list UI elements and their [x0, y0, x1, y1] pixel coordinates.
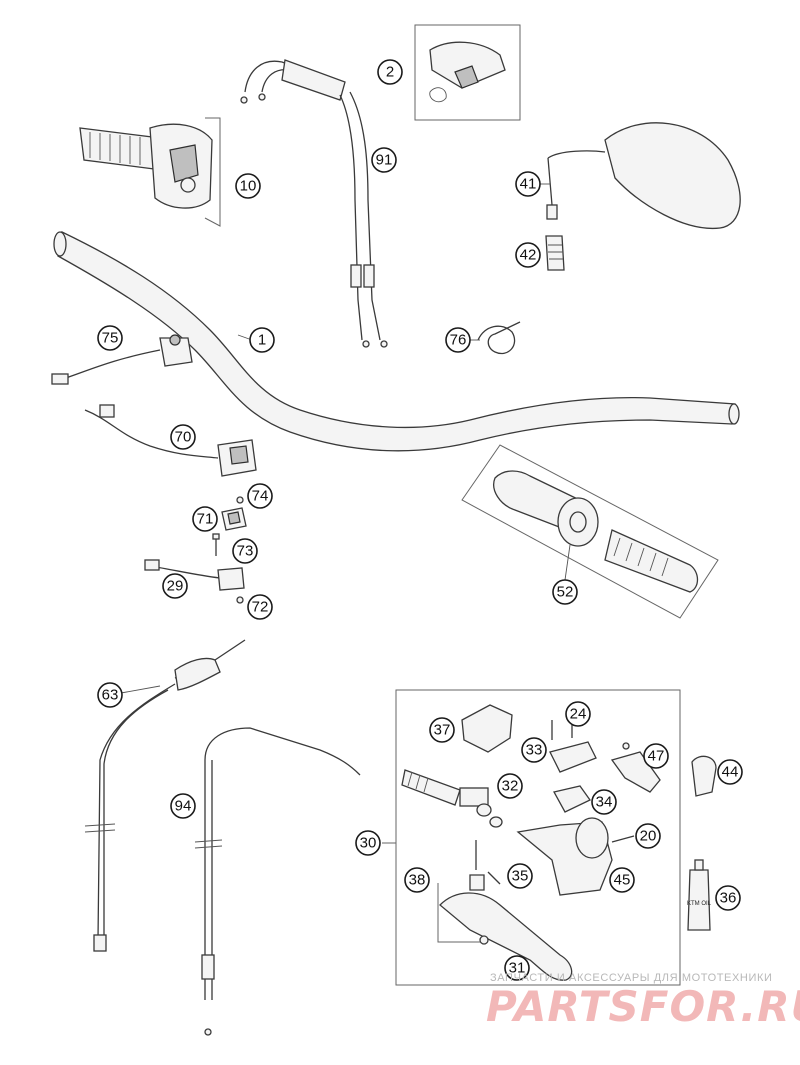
- part-38-bracket: [437, 883, 480, 943]
- callout-63: 63: [97, 682, 123, 708]
- svg-text:35: 35: [512, 868, 529, 885]
- piston-kit[interactable]: [401, 769, 503, 828]
- clutch-cylinder-clamp[interactable]: [549, 741, 597, 773]
- svg-text:47: 47: [648, 748, 665, 765]
- kill-switch[interactable]: [51, 334, 193, 385]
- throttle-grip-assembly[interactable]: [79, 117, 221, 227]
- callout-29: 29: [162, 573, 188, 599]
- throttle-cover[interactable]: [414, 24, 521, 121]
- svg-text:75: 75: [102, 330, 119, 347]
- svg-text:29: 29: [167, 578, 184, 595]
- clamp-bolt[interactable]: [611, 835, 635, 843]
- switch-clamp[interactable]: [221, 507, 247, 531]
- callout-10: 10: [235, 173, 261, 199]
- svg-text:38: 38: [409, 872, 426, 889]
- callout-42: 42: [515, 242, 541, 268]
- mirror[interactable]: [546, 122, 741, 230]
- callout-35: 35: [507, 863, 533, 889]
- svg-text:76: 76: [450, 332, 467, 349]
- svg-text:2: 2: [386, 64, 394, 81]
- callout-52: 52: [552, 579, 578, 605]
- callout-38: 38: [404, 867, 430, 893]
- cable-tie[interactable]: [477, 321, 521, 355]
- callout-44: 44: [717, 759, 743, 785]
- clamp-half[interactable]: [691, 755, 717, 797]
- mirror-adapter[interactable]: [545, 235, 565, 271]
- callout-70: 70: [170, 424, 196, 450]
- svg-text:71: 71: [197, 511, 214, 528]
- svg-text:63: 63: [102, 687, 119, 704]
- watermark-tagline: ЗАПЧАСТИ И АКСЕССУАРЫ ДЛЯ МОТОТЕХНИКИ: [490, 972, 773, 984]
- svg-text:94: 94: [175, 798, 192, 815]
- callout-37: 37: [429, 717, 455, 743]
- svg-text:34: 34: [596, 794, 613, 811]
- svg-text:10: 10: [240, 178, 257, 195]
- callout-91: 91: [371, 147, 397, 173]
- start-button[interactable]: [144, 559, 245, 604]
- svg-text:44: 44: [722, 764, 739, 781]
- adjuster-lever[interactable]: [610, 742, 661, 793]
- callout-74: 74: [247, 483, 273, 509]
- callout-32: 32: [497, 773, 523, 799]
- svg-text:37: 37: [434, 722, 451, 739]
- callout-41: 41: [515, 171, 541, 197]
- handlebar[interactable]: [53, 231, 740, 452]
- reservoir-cap[interactable]: [553, 785, 591, 813]
- callout-94: 94: [170, 793, 196, 819]
- light-switch[interactable]: [84, 404, 257, 477]
- callout-76: 76: [445, 327, 471, 353]
- clutch-assembly-frame: [382, 689, 681, 986]
- svg-text:42: 42: [520, 247, 537, 264]
- callout-20: 20: [635, 823, 661, 849]
- svg-text:32: 32: [502, 778, 519, 795]
- clamp-screw[interactable]: [212, 533, 220, 556]
- callout-47: 47: [643, 743, 669, 769]
- hot-start-cable[interactable]: [84, 639, 246, 952]
- throttle-cables[interactable]: [240, 59, 388, 348]
- svg-text:36: 36: [720, 890, 737, 907]
- svg-text:30: 30: [360, 835, 377, 852]
- lever-spring[interactable]: [487, 871, 501, 885]
- oil-bottle[interactable]: KTM OIL: [687, 859, 712, 931]
- svg-text:24: 24: [570, 706, 587, 723]
- callout-36: 36: [715, 885, 741, 911]
- svg-text:41: 41: [520, 176, 537, 193]
- clutch-cable[interactable]: [194, 727, 361, 1036]
- clamp-cover[interactable]: [461, 704, 513, 753]
- small-washer[interactable]: [236, 496, 244, 504]
- svg-text:33: 33: [526, 742, 543, 759]
- callout-45: 45: [609, 867, 635, 893]
- svg-text:91: 91: [376, 152, 393, 169]
- svg-text:70: 70: [175, 429, 192, 446]
- callout-72: 72: [247, 594, 273, 620]
- svg-text:52: 52: [557, 584, 574, 601]
- svg-text:20: 20: [640, 828, 657, 845]
- callout-34: 34: [591, 789, 617, 815]
- svg-text:72: 72: [252, 599, 269, 616]
- callout-1: 1: [249, 327, 275, 353]
- lever-pin[interactable]: [469, 840, 485, 891]
- callout-31: 31: [504, 955, 530, 981]
- callout-73: 73: [232, 538, 258, 564]
- watermark-logo: PARTSFOR.RU: [486, 982, 800, 1031]
- svg-text:1: 1: [258, 332, 266, 349]
- callout-75: 75: [97, 325, 123, 351]
- svg-text:74: 74: [252, 488, 269, 505]
- svg-text:31: 31: [509, 960, 526, 977]
- clutch-lever[interactable]: [439, 892, 573, 981]
- callout-24: 24: [565, 701, 591, 727]
- svg-text:45: 45: [614, 872, 631, 889]
- callout-30: 30: [355, 830, 381, 856]
- svg-text:73: 73: [237, 543, 254, 560]
- callout-33: 33: [521, 737, 547, 763]
- handlebar-grips[interactable]: [461, 444, 719, 619]
- callout-71: 71: [192, 506, 218, 532]
- callout-2: 2: [377, 59, 403, 85]
- master-cylinder[interactable]: [516, 817, 613, 896]
- oil-bottle-label: KTM OIL: [687, 901, 712, 907]
